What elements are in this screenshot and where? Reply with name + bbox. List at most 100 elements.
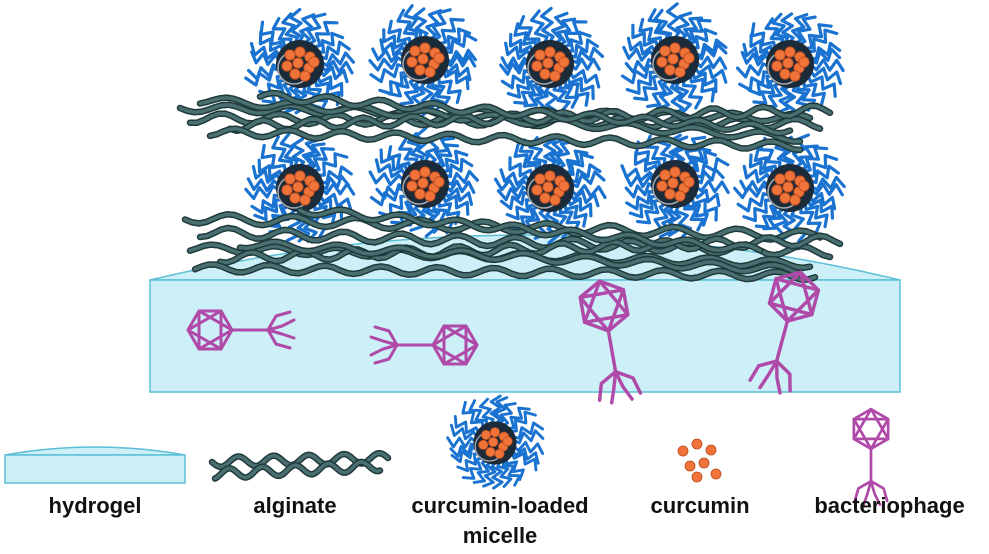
micelle-shell-chain (620, 63, 659, 85)
curcumin-particle (691, 438, 703, 450)
bacteriophage (369, 324, 479, 366)
micelle-shell-chain (800, 146, 829, 174)
micelle-shell-chain (646, 76, 669, 109)
micelle-shell-chain (281, 12, 300, 47)
bacteriophage (852, 407, 890, 506)
micelle-shell-chain (244, 66, 283, 87)
micelle-shell-chain (440, 192, 470, 216)
curcumin-particle (549, 70, 561, 82)
curcumin-particle (419, 42, 431, 54)
micelle-shell-chain (432, 136, 456, 168)
micelle-shell-chain (567, 46, 605, 65)
micelle-shell-chain (796, 15, 817, 48)
micelle-shell-chain (496, 185, 532, 202)
micelle-array (244, 2, 846, 245)
curcumin-particle (294, 46, 306, 58)
micelle-shell-chain (399, 76, 419, 106)
micelle-shell-chain (450, 446, 480, 464)
micelle-shell-chain (655, 77, 674, 111)
micelle-shell-chain (493, 177, 532, 193)
micelle-shell-chain (506, 75, 537, 99)
curcumin-particle (539, 68, 551, 80)
micelle-shell-chain (559, 20, 588, 50)
micelle-shell-chain (693, 55, 728, 70)
curcumin-particle (489, 427, 501, 438)
micelle-shell-chain (430, 76, 451, 110)
curcumin-particle (798, 180, 810, 192)
curcumin-particle (531, 184, 543, 196)
micelle-shell-chain (513, 78, 540, 105)
micelle-shell-chain (413, 7, 429, 42)
micelle-shell-chain (551, 11, 569, 47)
micelle-shell-chain (499, 191, 533, 211)
micelle-shell-chain (442, 63, 472, 82)
hydrogel-dome (4, 446, 186, 456)
micelle-shell-chain (692, 167, 725, 185)
curcumin-particle (292, 57, 304, 69)
micelle-shell-chain (482, 459, 497, 488)
micelle-shell-chain (449, 442, 479, 458)
micelle-shell-chain (314, 31, 345, 54)
curcumin-particle (779, 68, 791, 80)
curcumin-particle (691, 471, 703, 483)
micelle-shell-chain (563, 152, 594, 177)
micelle-shell-chain (511, 440, 545, 455)
alginate-strand (213, 460, 382, 481)
micelle-shell-chain (683, 199, 705, 232)
alginate-strand (298, 207, 762, 253)
micelle-shell-chain (493, 396, 509, 427)
curcumin-particle (308, 56, 320, 68)
micelle-shell-chain (626, 36, 658, 56)
micelle-shell-chain (791, 12, 809, 47)
curcumin-particle (531, 60, 543, 72)
micelle-shell-chain (446, 436, 479, 449)
micelle-shell-chain (508, 32, 535, 56)
micelle-shell-chain (624, 57, 657, 75)
micelle-shell-chain (436, 73, 462, 105)
alginate-strand (228, 104, 832, 133)
micelle-shell-chain (499, 402, 517, 428)
curcumin-particle (683, 176, 695, 188)
legend-label-micelle-line1: curcumin-loaded (411, 493, 589, 518)
curcumin-particle (674, 66, 686, 78)
curcumin-particle (544, 46, 556, 58)
micelle-shell-chain (692, 38, 728, 58)
micelle-shell-chain (740, 50, 772, 67)
micelle-shell-chain (500, 69, 534, 90)
micelle-shell-chain (805, 196, 835, 220)
micelle-shell-chain (435, 17, 465, 46)
curcumin-loaded-micelle (499, 6, 605, 121)
micelle-shell-chain (685, 18, 712, 46)
micelle-shell-chain (468, 399, 489, 430)
micelle-shell-chain (776, 82, 793, 114)
micelle-shell-chain (430, 8, 452, 43)
micelle-shell-chain (742, 198, 776, 223)
micelle-shell-chain (472, 458, 490, 484)
micelle-shell-chain (443, 54, 477, 68)
micelle-shell-chain (301, 138, 320, 171)
micelle-shell-chain (288, 7, 304, 46)
micelle-shell-chain (799, 202, 822, 236)
micelle-shell-chain (507, 410, 537, 433)
micelle-shell-chain (758, 136, 782, 173)
micelle-shell-chain (693, 179, 730, 195)
micelle-shell-chain (249, 41, 283, 61)
curcumin-particle (494, 448, 505, 459)
micelle-shell-chain (635, 197, 664, 225)
micelle-shell-chain (309, 146, 335, 174)
micelle-shell-chain (499, 60, 532, 76)
legend-bacteriophage-icon (852, 407, 890, 506)
micelle-shell-chain (733, 184, 772, 200)
curcumin-particle (417, 53, 429, 65)
micelle-shell-chain (647, 8, 669, 44)
micelle-shell-chain (379, 38, 408, 57)
micelle-shell-chain (739, 179, 772, 194)
curcumin-particle (542, 181, 554, 193)
curcumin-particle (419, 166, 431, 178)
micelle-shell-chain (674, 77, 692, 115)
micelle-shell-chain (736, 192, 774, 213)
micelle-shell-chain (508, 156, 535, 180)
micelle-shell-chain (443, 179, 476, 195)
micelle-shell-chain (688, 149, 718, 173)
phage-tail-fibers (266, 310, 296, 350)
